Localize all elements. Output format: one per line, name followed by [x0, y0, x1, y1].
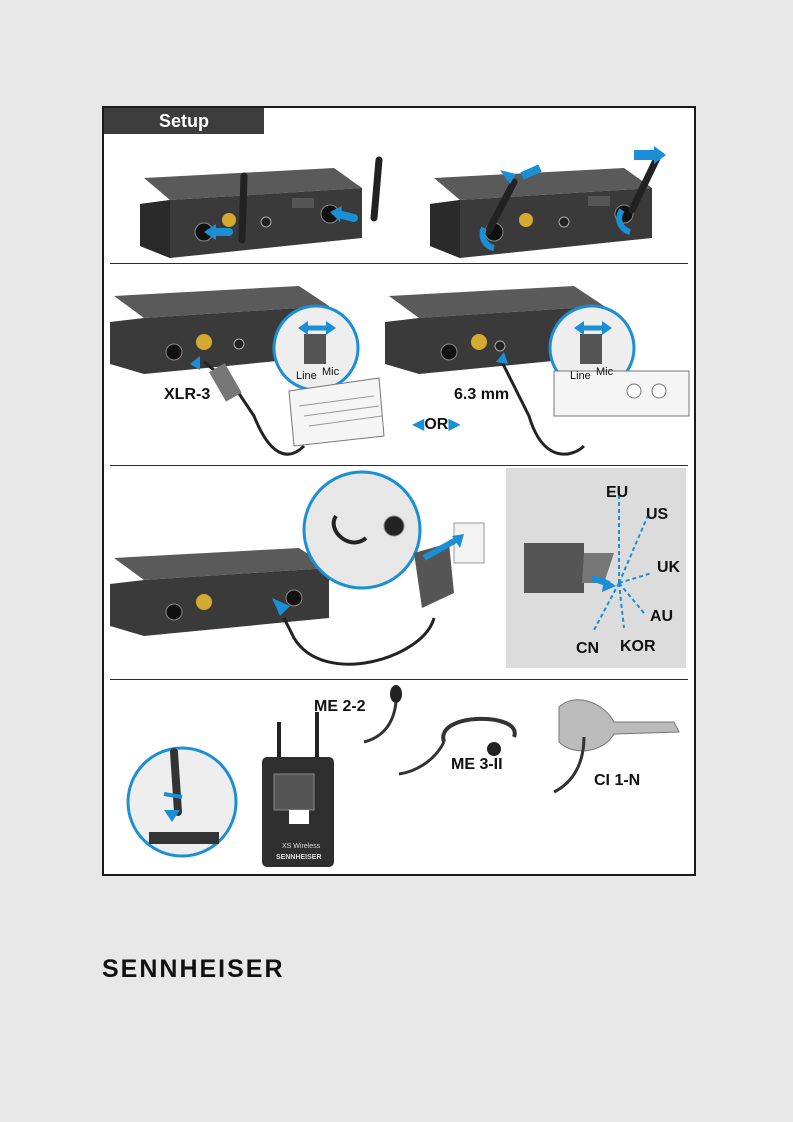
bodypack-brand-text: SENNHEISER	[276, 854, 322, 861]
switch-line-label-2: Line	[570, 370, 591, 382]
switch-line-label: Line	[296, 370, 317, 382]
antenna-left-2	[370, 156, 383, 222]
antenna-left-1	[238, 172, 248, 244]
step1-illustration	[140, 146, 666, 258]
mic-label-ci1n: CI 1-N	[594, 772, 641, 789]
xlr-label: XLR-3	[164, 386, 211, 403]
mic-label-me22: ME 2-2	[314, 698, 366, 715]
plug-region-au: AU	[650, 608, 674, 625]
step4-illustration	[126, 685, 680, 867]
right-triangle-icon: ▶	[448, 416, 461, 433]
step-divider	[110, 465, 688, 466]
plug-region-us: US	[646, 506, 669, 523]
left-triangle-icon: ◀	[412, 416, 425, 433]
step-divider	[110, 679, 688, 680]
step2-illustration	[110, 286, 690, 456]
jack-label: 6.3 mm	[454, 386, 510, 403]
setup-tab: Setup	[104, 108, 264, 134]
plug-region-eu: EU	[606, 484, 629, 501]
or-text: OR	[424, 416, 449, 433]
receiver-left	[140, 168, 362, 258]
headset-mic	[398, 716, 517, 776]
setup-instructions-frame: Setup	[102, 106, 696, 876]
switch-mic-label: Mic	[322, 366, 340, 378]
guitar-icon	[553, 699, 680, 794]
step-divider	[110, 263, 688, 264]
lavalier-mic	[363, 685, 402, 744]
amplifier-icon	[553, 370, 690, 417]
mixer-icon	[288, 377, 385, 447]
or-label: ◀OR▶	[412, 414, 461, 434]
bodypack-model-text: XS Wireless	[282, 843, 321, 850]
plug-region-cn: CN	[576, 640, 600, 657]
step3-illustration	[110, 468, 686, 668]
plug-region-uk: UK	[657, 559, 681, 576]
bodypack-transmitter	[262, 712, 334, 867]
plug-region-kor: KOR	[620, 638, 656, 655]
switch-mic-label-2: Mic	[596, 366, 614, 378]
brand-logo: SENNHEISER	[102, 955, 285, 983]
mic-label-me3ii: ME 3-II	[451, 756, 503, 773]
